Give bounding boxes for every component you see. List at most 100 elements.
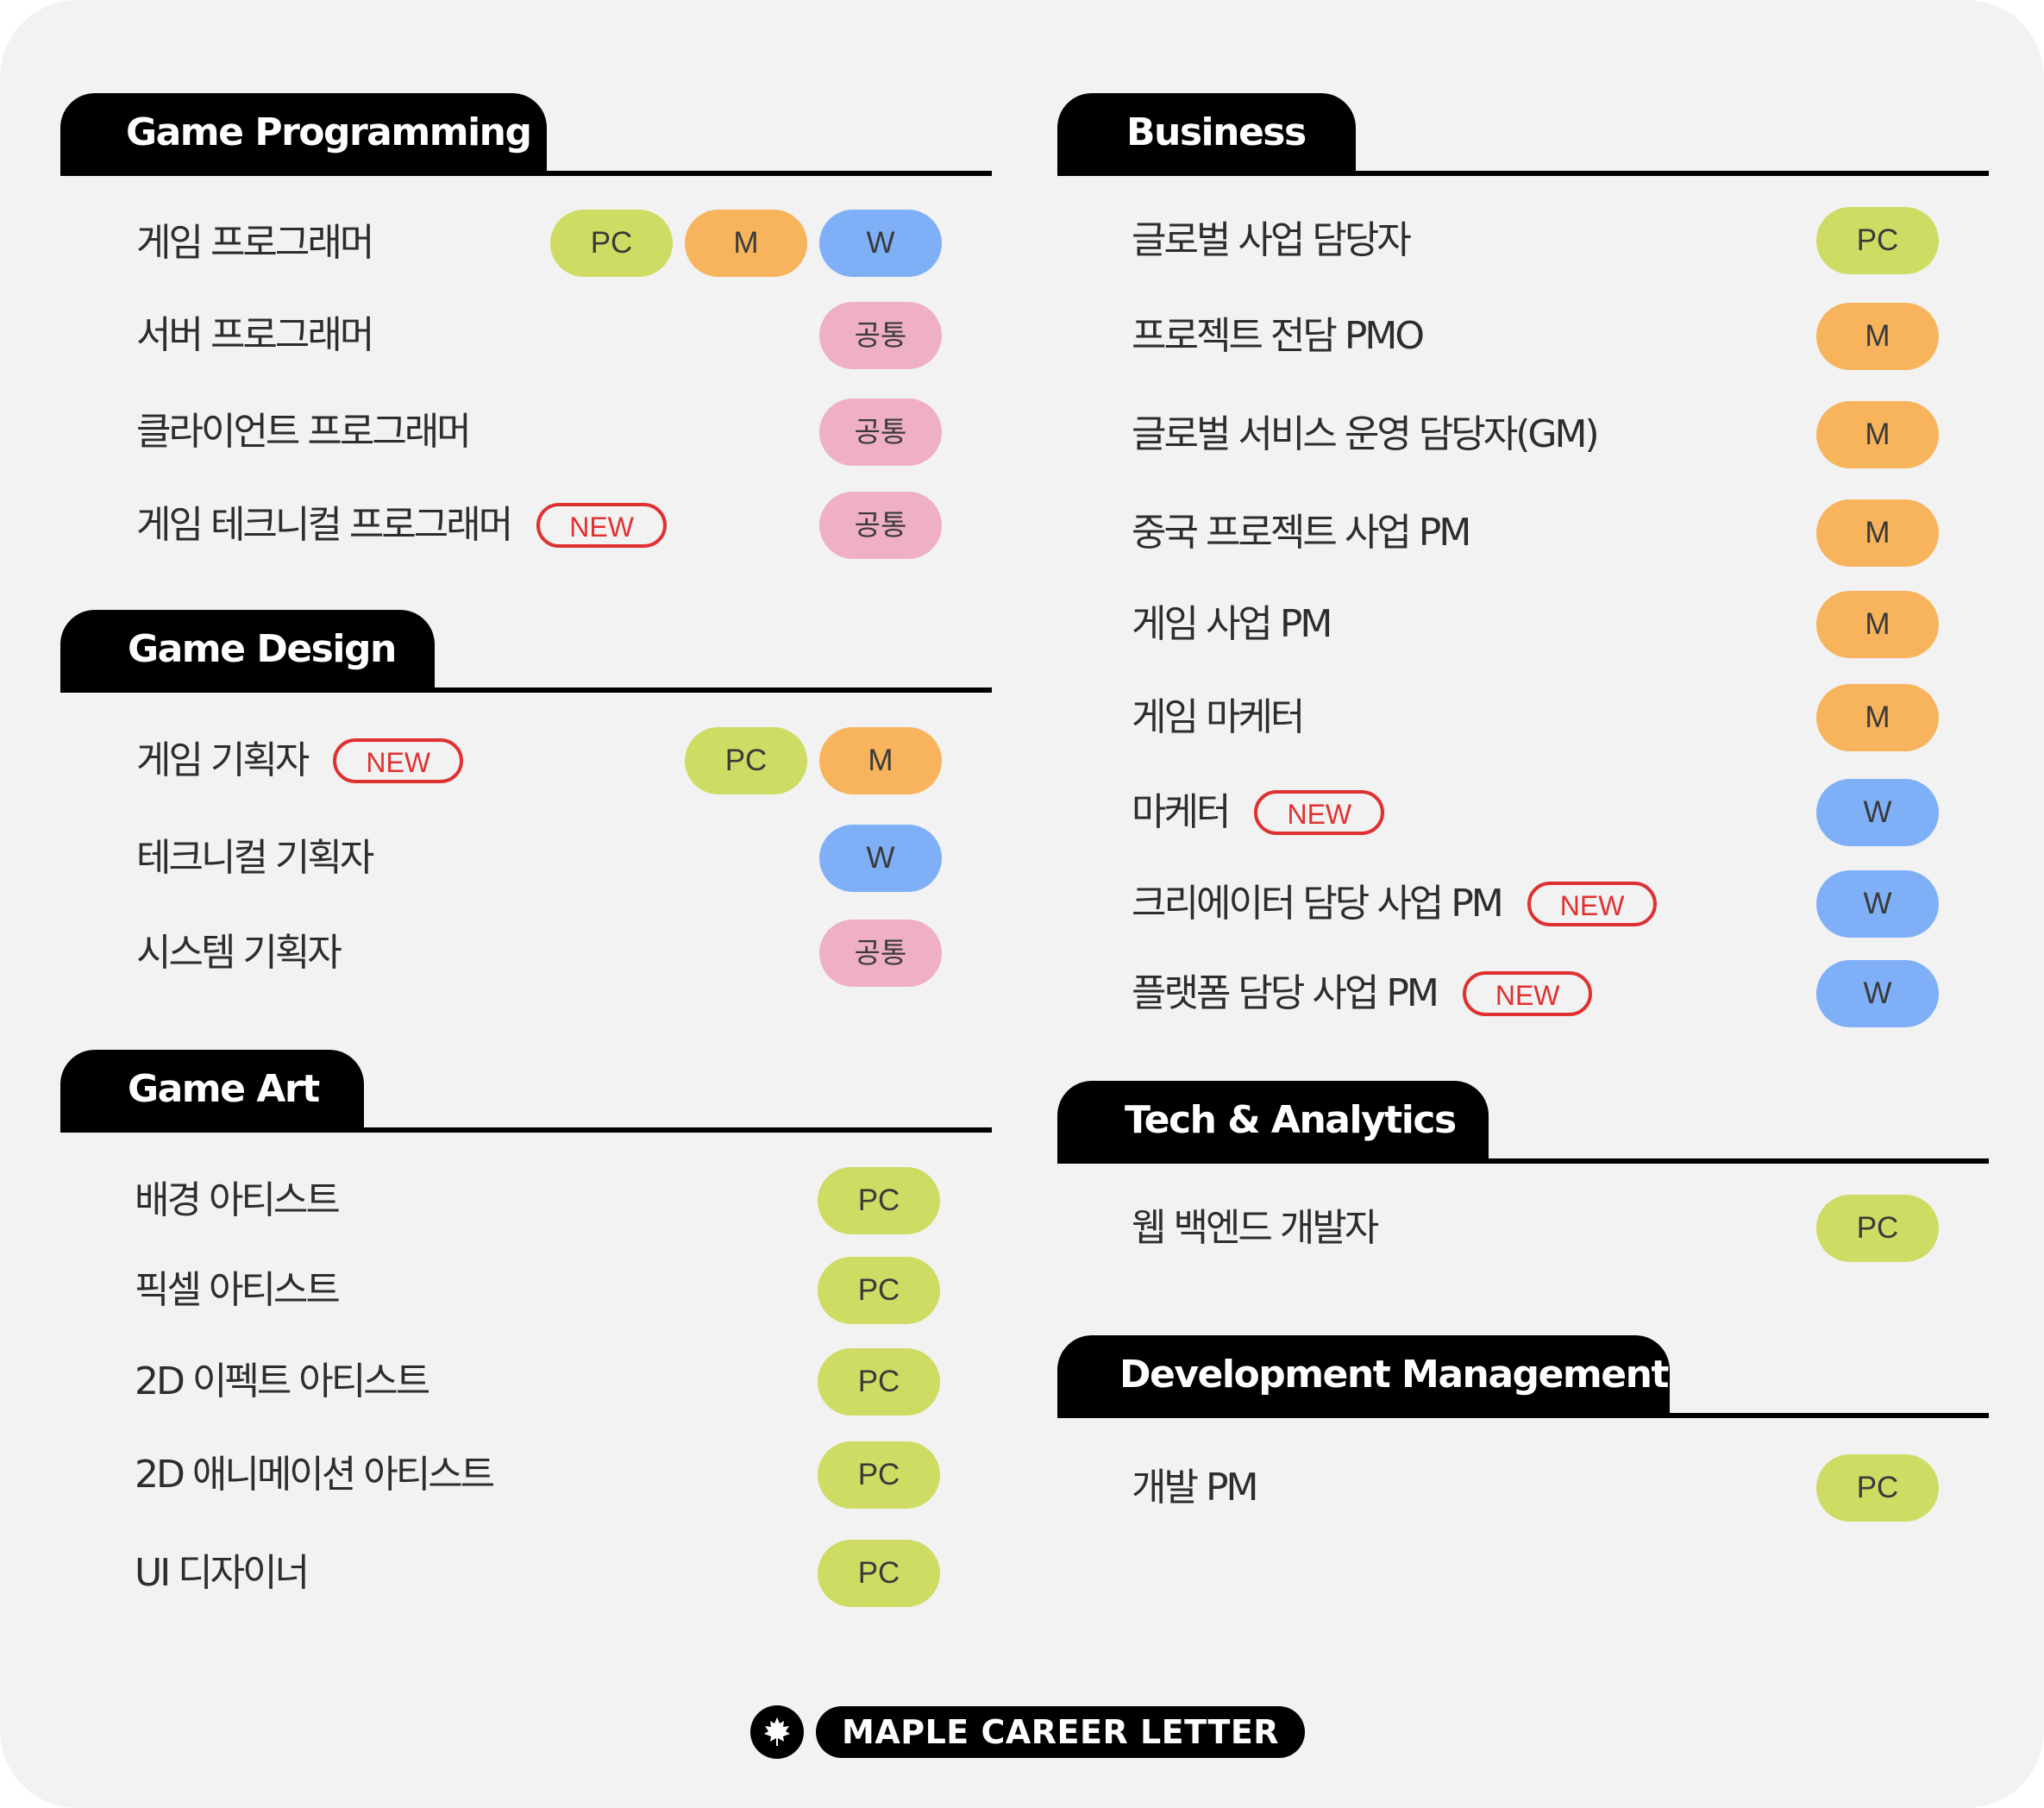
section-development-management: Development Management [1057,1335,1989,1418]
role-row[interactable]: 플랫폼 담당 사업 PM NEW W [1057,959,1989,1028]
role-name: 중국 프로젝트 사업 PM [1132,511,1471,555]
section-tech-analytics: Tech & Analytics [1057,1081,1989,1164]
tag-pc: PC [818,1540,940,1607]
section-title: Business [1057,93,1356,176]
role-row[interactable]: 서버 프로그래머 공통 [60,301,992,370]
section-header: Tech & Analytics [1057,1081,1989,1164]
role-row[interactable]: 마케터 NEW W [1057,778,1989,847]
tag-mobile: M [1816,499,1939,567]
role-name: 2D 이펙트 아티스트 [135,1359,430,1403]
tag-common: 공통 [819,920,942,987]
section-header: Game Design [60,610,992,693]
role-row[interactable]: 글로벌 서비스 운영 담당자(GM) M [1057,400,1989,469]
tag-pc: PC [818,1348,940,1416]
role-row[interactable]: 테크니컬 기획자 W [60,824,992,893]
section-divider [1057,171,1989,176]
role-row[interactable]: 게임 프로그래머 PC M W [60,209,992,278]
tag-pc: PC [1816,207,1939,274]
tag-web: W [1816,779,1939,846]
role-row[interactable]: 클라이언트 프로그래머 공통 [60,398,992,467]
maple-leaf-icon [750,1705,804,1759]
tag-web: W [819,210,942,277]
new-badge: NEW [333,738,464,783]
section-game-art: Game Art [60,1050,992,1133]
section-header: Development Management [1057,1335,1989,1418]
role-name: 게임 프로그래머 [136,221,374,265]
section-header: Business [1057,93,1989,176]
tag-mobile: M [819,727,942,794]
role-row[interactable]: 픽셀 아티스트 PC [60,1256,992,1325]
new-badge: NEW [536,503,667,548]
section-divider [60,171,992,176]
role-row[interactable]: 2D 애니메이션 아티스트 PC [60,1441,992,1510]
role-name: 게임 기획자 [136,738,310,782]
tag-mobile: M [1816,303,1939,370]
role-name: 글로벌 서비스 운영 담당자(GM) [1132,412,1600,456]
tag-web: W [819,825,942,892]
role-name: 프로젝트 전담 PMO [1132,314,1425,358]
tag-pc: PC [818,1257,940,1324]
tag-common: 공통 [819,302,942,369]
role-name: 클라이언트 프로그래머 [136,410,472,454]
section-divider [1057,1158,1989,1164]
role-name: 게임 사업 PM [1132,602,1332,646]
tag-common: 공통 [819,492,942,559]
tag-pc: PC [1816,1454,1939,1522]
tag-web: W [1816,870,1939,938]
new-badge: NEW [1462,971,1593,1016]
role-row[interactable]: 배경 아티스트 PC [60,1166,992,1235]
role-row[interactable]: 게임 기획자 NEW PC M [60,726,992,795]
role-row[interactable]: 시스템 기획자 공통 [60,919,992,988]
tag-pc: PC [1816,1195,1939,1262]
role-name: UI 디자이너 [135,1551,310,1595]
new-badge: NEW [1527,882,1658,926]
role-name: 웹 백엔드 개발자 [1132,1206,1379,1250]
role-name: 크리에이터 담당 사업 PM [1132,882,1504,926]
tag-pc: PC [818,1441,940,1509]
section-divider [1057,1413,1989,1418]
role-name: 게임 테크니컬 프로그래머 [136,503,513,547]
tag-pc: PC [818,1167,940,1234]
tag-mobile: M [1816,401,1939,468]
section-game-design: Game Design [60,610,992,693]
role-name: 플랫폼 담당 사업 PM [1132,971,1439,1015]
role-row[interactable]: 게임 사업 PM M [1057,590,1989,659]
section-header: Game Art [60,1050,992,1133]
tag-web: W [1816,960,1939,1027]
role-row[interactable]: 중국 프로젝트 사업 PM M [1057,499,1989,568]
tag-common: 공통 [819,399,942,466]
section-business: Business [1057,93,1989,176]
tag-mobile: M [685,210,807,277]
role-row[interactable]: 프로젝트 전담 PMO M [1057,302,1989,371]
role-name: 게임 마케터 [1132,695,1305,739]
tag-mobile: M [1816,591,1939,658]
role-name: 시스템 기획자 [136,931,342,975]
section-header: Game Programming [60,93,992,176]
role-row[interactable]: 글로벌 사업 담당자 PC [1057,206,1989,275]
footer-title: MAPLE CAREER LETTER [816,1706,1306,1758]
section-game-programming: Game Programming [60,93,992,176]
section-divider [60,687,992,693]
new-badge: NEW [1254,790,1385,835]
role-name: 개발 PM [1132,1466,1258,1510]
footer-brand: MAPLE CAREER LETTER [750,1705,1306,1759]
role-name: 글로벌 사업 담당자 [1132,218,1412,262]
section-title: Development Management [1057,1335,1670,1418]
tag-pc: PC [685,727,807,794]
role-name: 테크니컬 기획자 [136,836,374,880]
role-row[interactable]: 웹 백엔드 개발자 PC [1057,1194,1989,1263]
section-divider [60,1127,992,1133]
role-row[interactable]: 게임 테크니컬 프로그래머 NEW 공통 [60,491,992,560]
role-row[interactable]: 크리에이터 담당 사업 PM NEW W [1057,869,1989,939]
role-name: 서버 프로그래머 [136,313,374,357]
role-row[interactable]: UI 디자이너 PC [60,1539,992,1608]
tag-pc: PC [550,210,673,277]
role-row[interactable]: 게임 마케터 M [1057,683,1989,752]
role-row[interactable]: 2D 이펙트 아티스트 PC [60,1347,992,1416]
role-row[interactable]: 개발 PM PC [1057,1453,1989,1522]
tag-mobile: M [1816,684,1939,751]
role-name: 배경 아티스트 [135,1178,341,1222]
role-name: 마케터 [1132,790,1231,834]
role-name: 픽셀 아티스트 [135,1268,341,1312]
section-title: Game Art [60,1050,364,1133]
